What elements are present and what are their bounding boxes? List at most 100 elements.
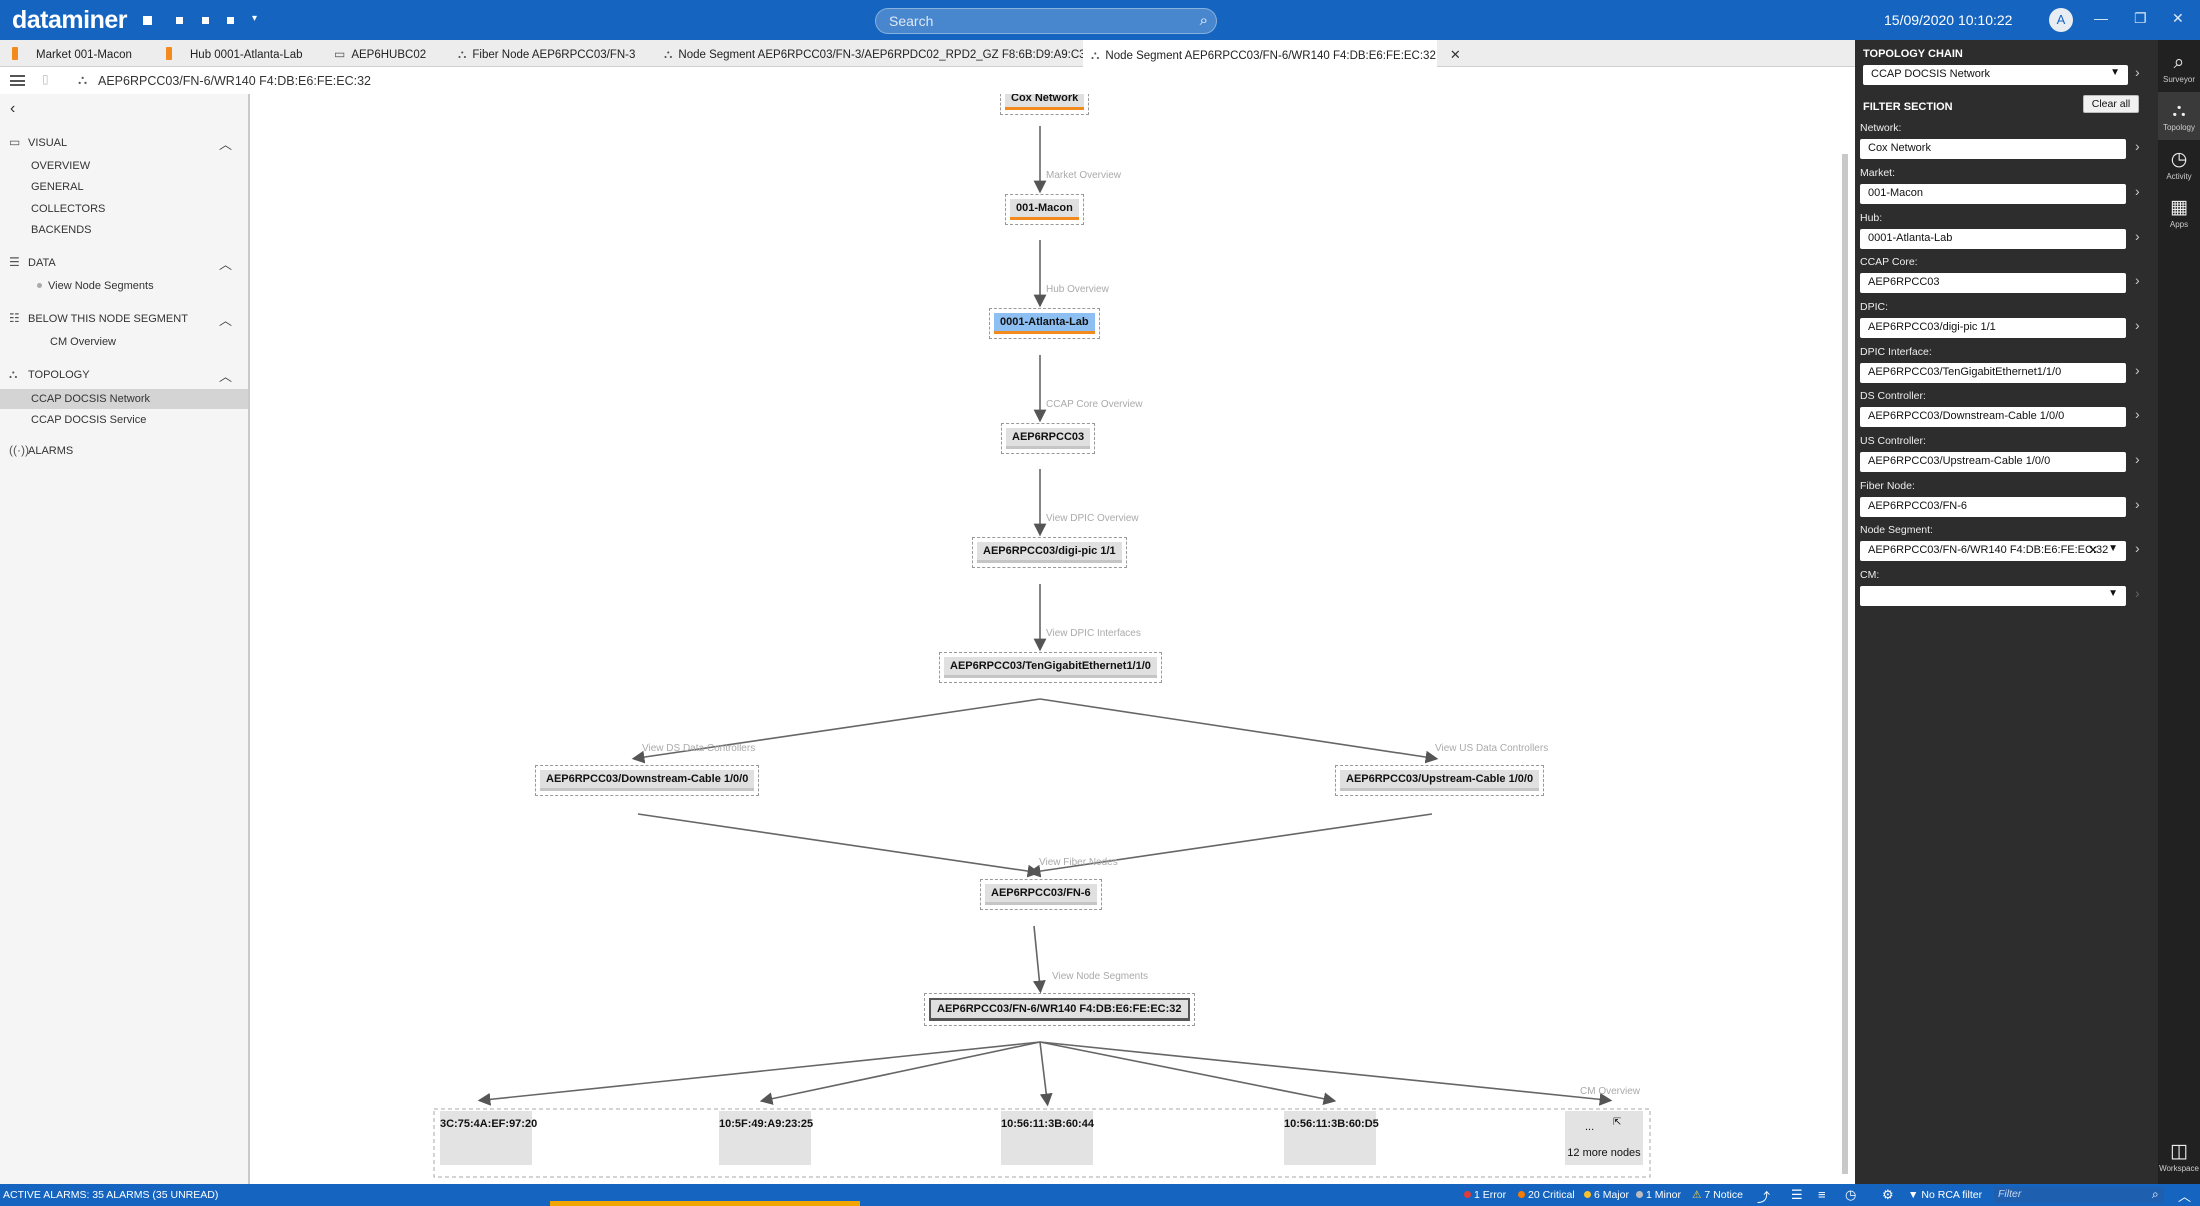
nav-square-icon[interactable] bbox=[176, 17, 183, 24]
nav-overview[interactable]: OVERVIEW bbox=[31, 160, 91, 172]
major-count[interactable]: 6 Major bbox=[1584, 1189, 1629, 1201]
search-icon[interactable]: ⌕ bbox=[2152, 1187, 2159, 1201]
nav-cm-overview[interactable]: CM Overview bbox=[50, 336, 117, 348]
filter-cm-select[interactable]: ▼ bbox=[1860, 586, 2126, 606]
minimize-icon[interactable]: — bbox=[2094, 10, 2108, 26]
edge-label[interactable]: Market Overview bbox=[1046, 170, 1122, 181]
rca-filter[interactable]: ▼No RCA filter bbox=[1908, 1189, 1982, 1201]
node-hub[interactable]: 0001-Atlanta-Lab bbox=[989, 308, 1100, 339]
caret-down-icon[interactable]: ▼ bbox=[2108, 543, 2118, 554]
section-topology[interactable]: ⛬ TOPOLOGY ︿ bbox=[0, 366, 248, 384]
node-segment[interactable]: AEP6RPCC03/FN-6/WR140 F4:DB:E6:FE:EC:32 bbox=[924, 993, 1195, 1026]
tab-node-segment-fn3[interactable]: ⛬Node Segment AEP6RPCC03/FN-3/AEP6RPDC02… bbox=[664, 40, 1103, 67]
trend-icon[interactable]: ⤴ bbox=[1757, 1190, 1771, 1205]
dataminer-logo[interactable]: dataminer bbox=[12, 6, 127, 34]
edge-label[interactable]: CCAP Core Overview bbox=[1046, 399, 1143, 410]
filter-ds-controller-field[interactable]: AEP6RPCC03/Downstream-Cable 1/0/0 bbox=[1860, 407, 2126, 427]
clear-all-button[interactable]: Clear all bbox=[2083, 95, 2139, 113]
rail-workspace[interactable]: ◫ Workspace bbox=[2158, 1132, 2200, 1180]
edge-label[interactable]: View DPIC Interfaces bbox=[1046, 628, 1141, 639]
sort-icon[interactable]: ≡ bbox=[1818, 1187, 1826, 1202]
nav-square-icon[interactable] bbox=[227, 17, 234, 24]
edge-label[interactable]: CM Overview bbox=[1580, 1086, 1641, 1097]
tab-element[interactable]: ▭AEP6HUBC02 bbox=[334, 40, 426, 67]
edge-label[interactable]: View Node Segments bbox=[1052, 971, 1148, 982]
filter-ccap-core-field[interactable]: AEP6RPCC03 bbox=[1860, 273, 2126, 293]
chevron-right-icon[interactable]: › bbox=[2135, 406, 2140, 422]
edge-label[interactable]: View DPIC Overview bbox=[1046, 513, 1139, 524]
section-visual[interactable]: ▭ VISUAL ︿ bbox=[0, 134, 248, 152]
active-alarms-summary[interactable]: ACTIVE ALARMS: 35 ALARMS (35 UNREAD) bbox=[3, 1189, 219, 1201]
filter-dpic-field[interactable]: AEP6RPCC03/digi-pic 1/1 bbox=[1860, 318, 2126, 338]
edge-label[interactable]: View DS Data Controllers bbox=[642, 743, 756, 754]
rail-topology[interactable]: ⛬ Topology bbox=[2158, 92, 2200, 140]
more-nodes-button[interactable]: ... ⇱ 12 more nodes bbox=[1565, 1111, 1643, 1165]
node-us-controller[interactable]: AEP6RPCC03/Upstream-Cable 1/0/0 bbox=[1335, 765, 1545, 796]
tab-hub[interactable]: Hub 0001-Atlanta-Lab bbox=[166, 40, 303, 67]
bookmark-icon[interactable]: ▯ bbox=[42, 72, 49, 86]
list-view-icon[interactable]: ☰ bbox=[1791, 1187, 1803, 1202]
node-cm[interactable]: 3C:75:4A:EF:97:20 bbox=[440, 1111, 537, 1165]
section-below[interactable]: ☷ BELOW THIS NODE SEGMENT ︿ bbox=[0, 310, 248, 328]
hamburger-icon[interactable] bbox=[10, 75, 25, 86]
node-network[interactable]: Cox Network bbox=[1000, 94, 1090, 115]
nav-square-icon[interactable] bbox=[202, 17, 209, 24]
nav-overflow-icon[interactable]: ▾ bbox=[252, 13, 258, 24]
close-icon[interactable]: ✕ bbox=[1449, 47, 1461, 62]
node-fiber-node[interactable]: AEP6RPCC03/FN-6 bbox=[980, 879, 1102, 910]
critical-count[interactable]: 20 Critical bbox=[1518, 1189, 1575, 1201]
notice-count[interactable]: ⚠7 Notice bbox=[1692, 1189, 1743, 1201]
chevron-up-icon[interactable]: ︿ bbox=[218, 369, 232, 384]
chevron-right-icon[interactable]: › bbox=[2135, 272, 2140, 288]
search-input[interactable]: Search ⌕ bbox=[875, 8, 1217, 34]
tab-node-segment-fn6[interactable]: ⛬Node Segment AEP6RPCC03/FN-6/WR140 F4:D… bbox=[1083, 40, 1461, 67]
node-cm[interactable]: 10:56:11:3B:60:44 bbox=[1001, 1111, 1094, 1165]
chevron-up-icon[interactable]: ︿ bbox=[2178, 1189, 2192, 1204]
caret-down-icon[interactable]: ▼ bbox=[2108, 588, 2118, 599]
chevron-up-icon[interactable]: ︿ bbox=[218, 137, 232, 152]
section-data[interactable]: ☰ DATA ︿ bbox=[0, 254, 248, 272]
chevron-up-icon[interactable]: ︿ bbox=[218, 313, 232, 328]
error-count[interactable]: 1 Error bbox=[1464, 1189, 1506, 1201]
node-ds-controller[interactable]: AEP6RPCC03/Downstream-Cable 1/0/0 bbox=[535, 765, 760, 796]
settings-icon[interactable]: ⚙ bbox=[1882, 1187, 1894, 1202]
node-dpic[interactable]: AEP6RPCC03/digi-pic 1/1 bbox=[972, 537, 1127, 568]
node-dpic-interface[interactable]: AEP6RPCC03/TenGigabitEthernet1/1/0 bbox=[939, 652, 1162, 683]
back-icon[interactable]: ‹ bbox=[10, 100, 16, 117]
edge-label[interactable]: Hub Overview bbox=[1046, 284, 1109, 295]
history-icon[interactable]: ◷ bbox=[1845, 1187, 1857, 1202]
filter-us-controller-field[interactable]: AEP6RPCC03/Upstream-Cable 1/0/0 bbox=[1860, 452, 2126, 472]
chevron-right-icon[interactable]: › bbox=[2135, 183, 2140, 199]
chevron-right-icon[interactable]: › bbox=[2135, 362, 2140, 378]
node-cm[interactable]: 10:5F:49:A9:23:25 bbox=[719, 1111, 813, 1165]
rail-activity[interactable]: ◷ Activity bbox=[2158, 140, 2200, 188]
filter-fiber-node-field[interactable]: AEP6RPCC03/FN-6 bbox=[1860, 497, 2126, 517]
nav-view-node-segments[interactable]: View Node Segments bbox=[0, 276, 248, 296]
expand-icon[interactable]: ⇱ bbox=[1613, 1117, 1622, 1128]
chevron-right-icon[interactable]: › bbox=[2135, 138, 2140, 154]
nav-ccap-docsis-service[interactable]: CCAP DOCSIS Service bbox=[31, 414, 147, 426]
nav-collectors[interactable]: COLLECTORS bbox=[31, 203, 106, 215]
filter-market-field[interactable]: 001-Macon bbox=[1860, 184, 2126, 204]
chevron-right-icon[interactable]: › bbox=[2135, 540, 2140, 556]
filter-node-segment-select[interactable]: AEP6RPCC03/FN-6/WR140 F4:DB:E6:FE:EC:32 … bbox=[1860, 541, 2126, 561]
topology-chain-select[interactable]: CCAP DOCSIS Network ▼ bbox=[1863, 65, 2128, 85]
chevron-up-icon[interactable]: ︿ bbox=[218, 257, 232, 272]
close-window-icon[interactable]: ✕ bbox=[2172, 10, 2184, 26]
nav-ccap-docsis-network[interactable]: CCAP DOCSIS Network bbox=[0, 389, 248, 409]
nav-square-icon[interactable] bbox=[143, 16, 152, 25]
node-cm[interactable]: 10:56:11:3B:60:D5 bbox=[1284, 1111, 1379, 1165]
filter-network-field[interactable]: Cox Network bbox=[1860, 139, 2126, 159]
clear-selection-icon[interactable]: ✕ bbox=[2087, 543, 2098, 557]
chevron-right-icon[interactable]: › bbox=[2135, 496, 2140, 512]
chevron-right-icon[interactable]: › bbox=[2135, 317, 2140, 333]
minor-count[interactable]: 1 Minor bbox=[1636, 1189, 1681, 1201]
filter-dpic-interface-field[interactable]: AEP6RPCC03/TenGigabitEthernet1/1/0 bbox=[1860, 363, 2126, 383]
edge-label[interactable]: View US Data Controllers bbox=[1435, 743, 1549, 754]
node-ccap-core[interactable]: AEP6RPCC03 bbox=[1001, 423, 1096, 454]
rail-surveyor[interactable]: ⌕ Surveyor bbox=[2158, 44, 2200, 92]
edge-label[interactable]: View Fiber Nodes bbox=[1039, 857, 1118, 868]
filter-hub-field[interactable]: 0001-Atlanta-Lab bbox=[1860, 229, 2126, 249]
search-icon[interactable]: ⌕ bbox=[1199, 12, 1208, 29]
section-alarms[interactable]: ((·)) ALARMS bbox=[0, 442, 248, 460]
